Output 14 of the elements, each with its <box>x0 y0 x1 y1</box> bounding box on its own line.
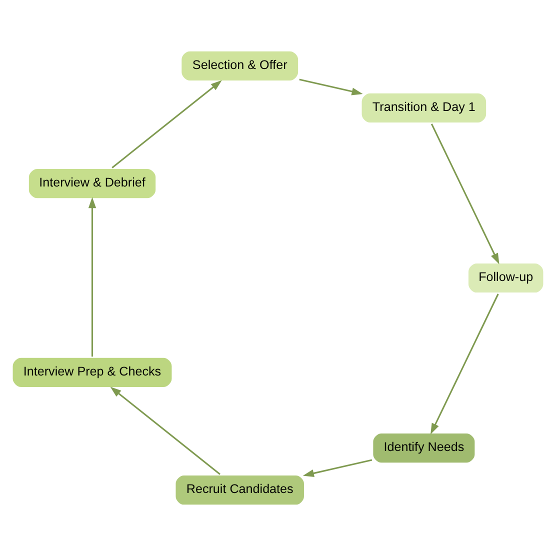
node-box: Recruit Candidates <box>173 473 306 508</box>
node-box: Identify Needs <box>370 431 478 466</box>
arrow <box>110 386 220 475</box>
arrow <box>302 459 372 478</box>
node-box: Interview & Debrief <box>26 166 158 201</box>
node-box: Selection & Offer <box>179 48 300 83</box>
node-box: Follow-up <box>466 261 546 295</box>
arrow <box>430 124 500 264</box>
arrow <box>430 294 499 434</box>
node-box: Transition & Day 1 <box>359 90 488 125</box>
arrow <box>299 78 363 96</box>
arrow <box>112 80 222 168</box>
arrow <box>88 197 96 357</box>
node-box: Interview Prep & Checks <box>10 355 174 390</box>
